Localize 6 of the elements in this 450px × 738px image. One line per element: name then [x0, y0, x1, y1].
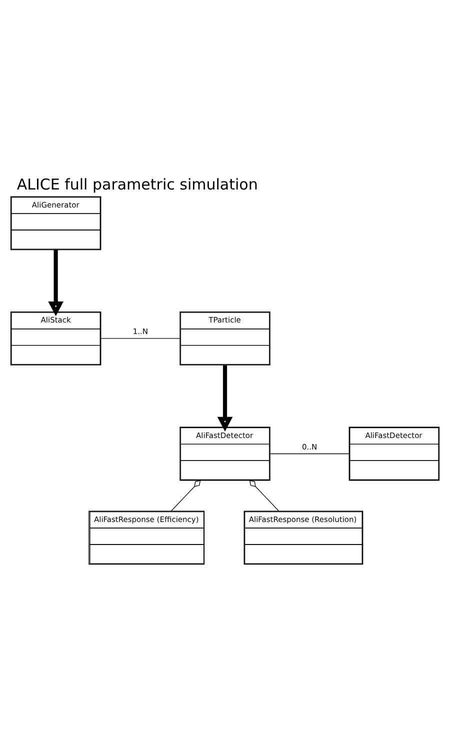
- arrow: [217, 364, 233, 431]
- connector: [270, 452, 350, 454]
- arrow: [48, 249, 64, 316]
- diagram-title: ALICE full parametric simulation: [16, 174, 258, 193]
- connector: [170, 480, 201, 511]
- connector: [249, 480, 280, 511]
